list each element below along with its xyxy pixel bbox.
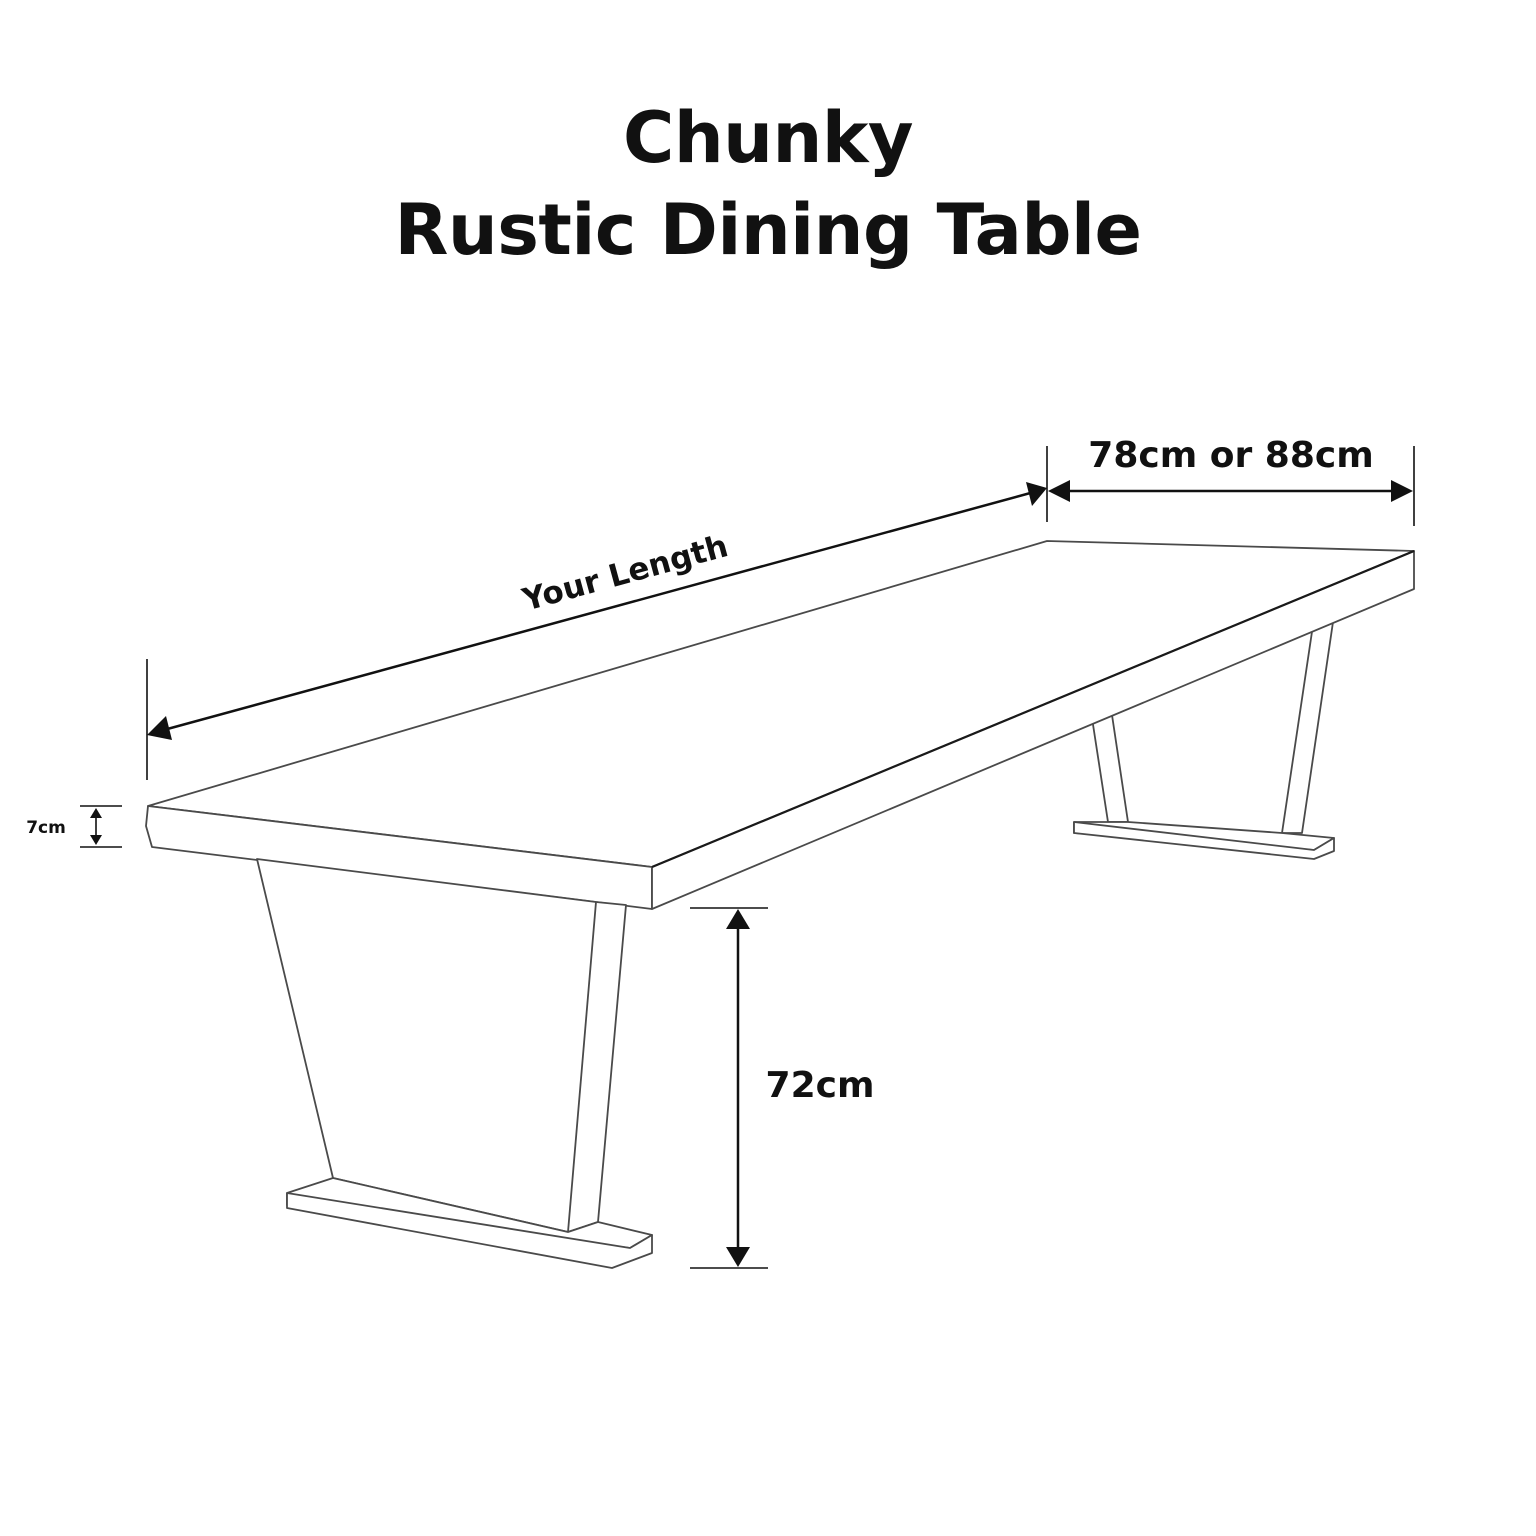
back-leg-left-post xyxy=(1091,714,1129,823)
thickness-dimension: 7cm xyxy=(26,805,122,848)
length-label: Your Length xyxy=(518,528,732,619)
front-leg xyxy=(256,858,653,1269)
width-arrow-left-icon xyxy=(1048,480,1070,502)
back-leg xyxy=(1073,621,1335,860)
height-arrow-up-icon xyxy=(726,909,750,929)
front-leg-inner-edge xyxy=(567,901,597,1233)
height-dimension: 72cm xyxy=(690,907,875,1269)
table-top xyxy=(145,540,1415,910)
width-dimension: 78cm or 88cm xyxy=(1046,435,1415,526)
length-dimension-line xyxy=(159,490,1035,733)
title-line-2: Rustic Dining Table xyxy=(394,189,1143,271)
diagram-title: Chunky Rustic Dining Table xyxy=(0,92,1536,276)
table-top-edge-line xyxy=(651,549,1415,869)
title-line-1: Chunky xyxy=(622,97,914,179)
height-arrow-down-icon xyxy=(726,1247,750,1267)
width-label: 78cm or 88cm xyxy=(1088,435,1373,476)
back-leg-foot-side xyxy=(1073,821,1335,860)
front-leg-panel xyxy=(256,858,627,1233)
thickness-label: 7cm xyxy=(26,818,66,838)
back-leg-right-post xyxy=(1281,621,1334,834)
thickness-arrow-up-icon xyxy=(90,808,102,818)
front-leg-foot-side xyxy=(286,1192,653,1269)
width-arrow-right-icon xyxy=(1391,480,1413,502)
height-label: 72cm xyxy=(766,1065,875,1106)
thickness-arrow-down-icon xyxy=(90,835,102,845)
length-arrow-right-icon xyxy=(1026,482,1047,506)
length-arrow-left-icon xyxy=(147,716,172,740)
